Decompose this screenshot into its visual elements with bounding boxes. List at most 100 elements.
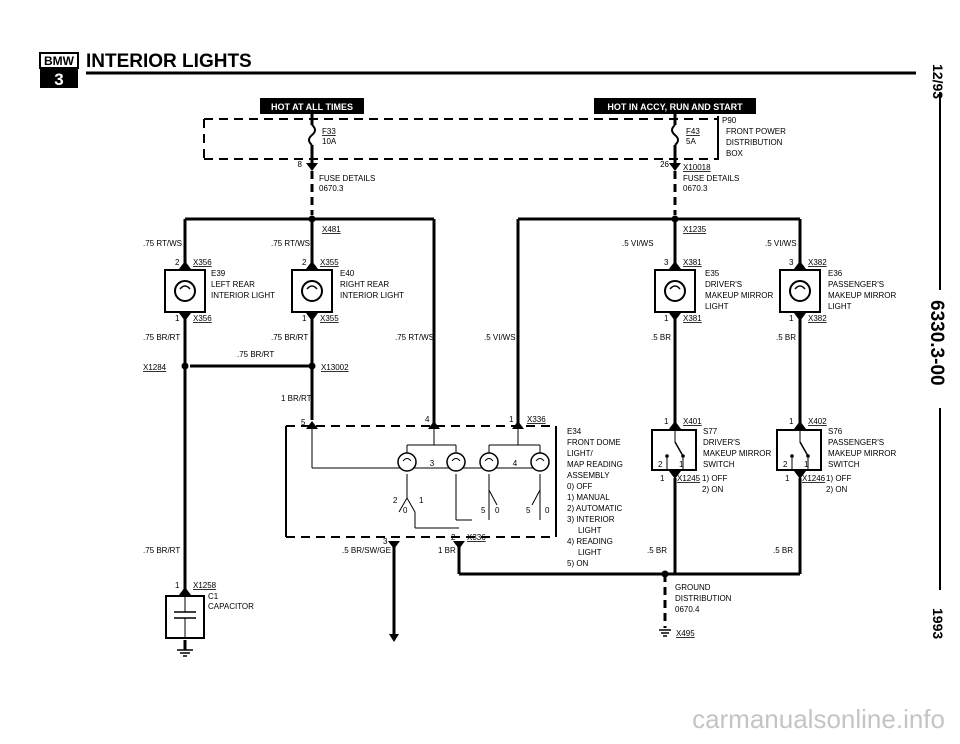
e34-internal xyxy=(311,428,541,529)
s77-pin-1-top: 1 xyxy=(664,417,669,426)
e34-line-6: 1) MANUAL xyxy=(567,493,610,502)
wire-s76-out: .5 BR xyxy=(773,546,793,555)
wire-continue-arrow xyxy=(389,634,399,642)
bus-hot-at-all-times-label: HOT AT ALL TIMES xyxy=(271,102,353,112)
e36-desc-1: PASSENGER'S xyxy=(828,280,884,289)
logo-number: 3 xyxy=(54,70,63,89)
e34-pin-5-label: 5 xyxy=(301,418,306,427)
lamp-e40 xyxy=(291,269,333,313)
s76-state-1: 1) OFF xyxy=(826,474,851,483)
splice-x13002 xyxy=(308,362,316,370)
wire-e40-in: .75 RT/WS xyxy=(271,239,310,248)
f43-pin-arrow xyxy=(669,163,681,171)
e39-pin-in xyxy=(179,261,191,269)
e34-pos-0c: 0 xyxy=(545,506,550,515)
lamp-e36 xyxy=(779,269,821,313)
e34-switch-4-label: 4 xyxy=(513,459,518,468)
fuse-f33-rating: 10A xyxy=(322,137,337,146)
fuse-f33-id: F33 xyxy=(322,127,336,136)
e40-pin-2: 2 xyxy=(302,258,307,267)
e34-line-9: LIGHT xyxy=(578,526,602,535)
e35-pin-1: 1 xyxy=(664,314,669,323)
s76-state-2: 2) ON xyxy=(826,485,848,494)
e34-pin-1 xyxy=(512,421,524,429)
e34-pin-3 xyxy=(388,541,400,549)
s76-desc-2: MAKEUP MIRROR xyxy=(828,449,897,458)
wire-e36-out: .5 BR xyxy=(776,333,796,342)
s76-pin-in xyxy=(794,421,806,429)
e34-pin-5 xyxy=(306,421,318,429)
e39-pin-out xyxy=(179,313,191,321)
bus-hot-at-all-times xyxy=(260,98,364,114)
watermark: carmanualsonline.info xyxy=(692,704,945,734)
wire-splice-link: .75 BR/RT xyxy=(237,350,274,359)
e34-pin-1-label: 1 xyxy=(509,415,514,424)
e34-pin-4-label: 4 xyxy=(425,415,430,424)
e39-conn-in: X356 xyxy=(193,258,212,267)
splice-x13002-label: X13002 xyxy=(321,363,349,372)
e40-desc-1: RIGHT REAR xyxy=(340,280,389,289)
e34-line-8: 3) INTERIOR xyxy=(567,515,615,524)
fuse-f43-id: F43 xyxy=(686,127,700,136)
e35-desc-1: DRIVER'S xyxy=(705,280,742,289)
wire-e34-feed-2: .5 VI/WS xyxy=(484,333,516,342)
wire-e40-out: .75 BR/RT xyxy=(271,333,308,342)
e34-conn-bottom: X336 xyxy=(467,533,486,542)
e34-pin-2 xyxy=(453,541,465,549)
s77-id: S77 xyxy=(703,427,718,436)
splice-x1284-label: X1284 xyxy=(143,363,167,372)
fuse-box-outline xyxy=(203,118,718,160)
e40-conn-in: X355 xyxy=(320,258,339,267)
e36-pin-out xyxy=(794,313,806,321)
e36-desc-2: MAKEUP MIRROR xyxy=(828,291,897,300)
fuse-f33-symbol xyxy=(308,124,316,146)
splice-x1284 xyxy=(181,362,189,370)
s76-pin-1-top: 1 xyxy=(789,417,794,426)
s77-desc-1: DRIVER'S xyxy=(703,438,740,447)
side-date: 12/93 xyxy=(930,64,946,99)
e34-pos-2: 2 xyxy=(393,496,398,505)
s77-state-1: 1) OFF xyxy=(702,474,727,483)
e36-pin-1: 1 xyxy=(789,314,794,323)
e34-line-5: 0) OFF xyxy=(567,482,592,491)
wire-e35-in: .5 VI/WS xyxy=(622,239,654,248)
s76-conn-bottom: X1246 xyxy=(802,474,826,483)
fuse-details-right-2: 0670.3 xyxy=(683,184,708,193)
e40-pin-out xyxy=(306,313,318,321)
e40-desc-2: INTERIOR LIGHT xyxy=(340,291,404,300)
wire-e39-out: .75 BR/RT xyxy=(143,333,180,342)
wire-e36-in: .5 VI/WS xyxy=(765,239,797,248)
wire-e34-pin2: 1 BR xyxy=(438,546,456,555)
fuse-box-desc-3: BOX xyxy=(726,149,744,158)
e34-line-1: FRONT DOME xyxy=(567,438,621,447)
s77-desc-2: MAKEUP MIRROR xyxy=(703,449,772,458)
e39-pin-2: 2 xyxy=(175,258,180,267)
s76-pos-2: 2 xyxy=(783,460,788,469)
fuse-box-desc-2: DISTRIBUTION xyxy=(726,138,783,147)
s77-pos-1: 1 xyxy=(679,460,684,469)
e35-pin-in xyxy=(669,261,681,269)
logo-text: BMW xyxy=(44,54,75,68)
e34-pin-4 xyxy=(428,421,440,429)
s76-desc-1: PASSENGER'S xyxy=(828,438,884,447)
e36-pin-in xyxy=(794,261,806,269)
s77-state-2: 2) ON xyxy=(702,485,724,494)
e34-line-7: 2) AUTOMATIC xyxy=(567,504,622,513)
e40-pin-in xyxy=(306,261,318,269)
e39-pin-1: 1 xyxy=(175,314,180,323)
e40-id: E40 xyxy=(340,269,355,278)
e34-pos-5b: 5 xyxy=(526,506,531,515)
e34-description: E34 FRONT DOME LIGHT/ MAP READING ASSEMB… xyxy=(567,427,623,568)
e35-conn-out: X381 xyxy=(683,314,702,323)
c1-pin xyxy=(179,587,191,595)
s77-pos-2: 2 xyxy=(658,460,663,469)
wire-e34-feed: .75 RT/WS xyxy=(395,333,434,342)
ground-line-3: 0670.4 xyxy=(675,605,700,614)
fuse-f33-pin: 8 xyxy=(298,160,303,169)
lamp-e35 xyxy=(654,269,696,313)
s76-conn-top: X402 xyxy=(808,417,827,426)
fuse-box-id: P90 xyxy=(722,116,737,125)
e34-line-4: ASSEMBLY xyxy=(567,471,610,480)
fuse-f43-connector: X10018 xyxy=(683,163,711,172)
e34-pin-2-label: 2 xyxy=(451,533,456,542)
